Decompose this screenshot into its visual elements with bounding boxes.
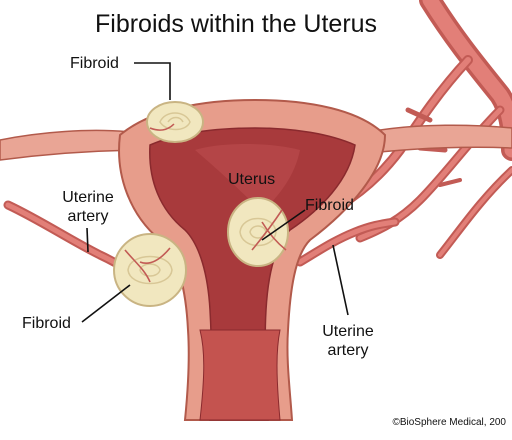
fibroid-right xyxy=(228,198,288,266)
fibroid-top xyxy=(147,102,203,142)
label-uterine-artery-right-line2: artery xyxy=(306,341,390,360)
label-uterine-artery-left-line1: Uterine xyxy=(52,188,124,207)
label-uterine-artery-left: Uterine artery xyxy=(52,188,124,226)
label-uterus: Uterus xyxy=(228,170,275,189)
cervix xyxy=(200,330,280,420)
label-uterine-artery-right-line1: Uterine xyxy=(306,322,390,341)
fibroid-left xyxy=(114,234,186,306)
label-fibroid-left: Fibroid xyxy=(22,314,71,333)
label-uterine-artery-left-line2: artery xyxy=(52,207,124,226)
copyright-credit: ©BioSphere Medical, 200 xyxy=(392,417,506,428)
label-fibroid-top: Fibroid xyxy=(70,54,119,73)
label-fibroid-right: Fibroid xyxy=(305,196,354,215)
label-uterine-artery-right: Uterine artery xyxy=(306,322,390,360)
diagram-title: Fibroids within the Uterus xyxy=(95,10,377,39)
